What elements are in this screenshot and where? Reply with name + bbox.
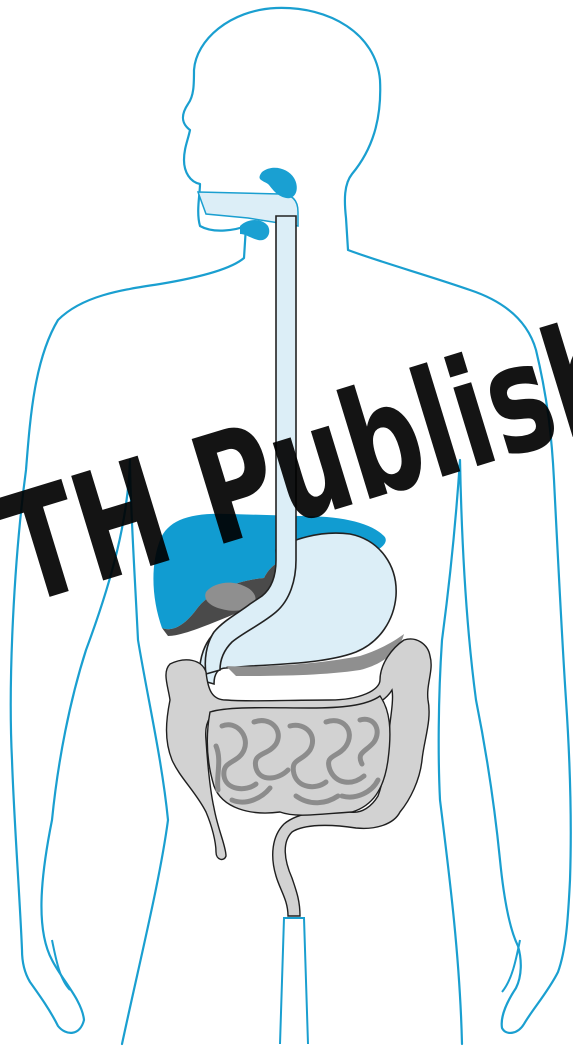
crotch-outline	[280, 918, 308, 1044]
